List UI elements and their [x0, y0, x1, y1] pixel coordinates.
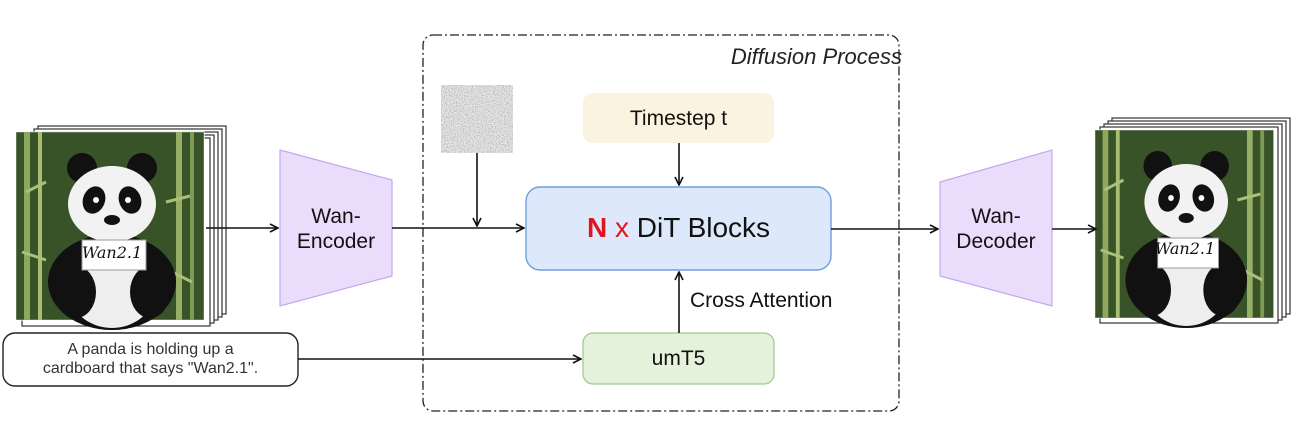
timestep-box	[583, 93, 774, 143]
encoder-label: Wan- Encoder	[286, 204, 386, 254]
input-sign-text: Wan2.1	[82, 243, 142, 262]
timestep-label: Timestep t	[629, 107, 728, 130]
diffusion-process-box	[422, 34, 900, 412]
noise-latent-image	[441, 85, 513, 153]
dit-times-symbol: x	[614, 212, 629, 243]
prompt-text: A panda is holding up a cardboard that s…	[3, 340, 298, 378]
input-video-frames: Wan2.1	[14, 125, 227, 332]
output-panda-image	[1093, 128, 1276, 330]
prompt-line-2: cardboard that says "Wan2.1".	[42, 360, 259, 378]
dit-label: N x DiT Blocks	[526, 211, 831, 245]
encoder-label-line-2: Encoder	[296, 230, 376, 254]
wan-decoder-shape	[939, 149, 1053, 307]
umt5-label: umT5	[651, 347, 706, 370]
decoder-label-line-2: Decoder	[956, 230, 1036, 254]
cross-attention-label: Cross Attention	[690, 289, 833, 312]
decoder-label-line-1: Wan-	[971, 205, 1021, 228]
prompt-line-1: A panda is holding up a	[67, 341, 234, 358]
decoder-label: Wan- Decoder	[946, 204, 1046, 254]
output-sign-text: Wan2.1	[1155, 239, 1215, 258]
wan-encoder-shape	[279, 149, 393, 307]
dit-blocks-text: DiT Blocks	[636, 212, 771, 243]
diffusion-process-title: Diffusion Process	[730, 44, 902, 69]
dit-n-count: N	[586, 212, 608, 243]
encoder-label-line-1: Wan-	[311, 205, 361, 228]
input-panda-image	[14, 130, 206, 332]
output-video-frames: Wan2.1	[1093, 117, 1291, 330]
